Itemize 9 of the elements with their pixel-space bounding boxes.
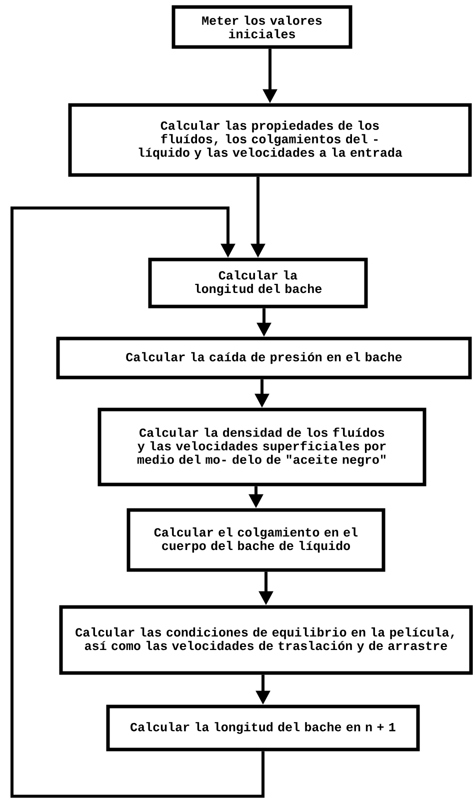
- process-box: Calcular la longitud del bache en n + 1: [106, 704, 420, 752]
- process-box: Calcular las condiciones de equilibrio en la película, así como las velocidades de traslación y de arrastre: [59, 605, 473, 675]
- loop-arrow: [10, 206, 264, 798]
- process-box: Calcular la densidad de los fluídos y las velocidades superficiales por medio del mo- delo de "aceite negro": [98, 408, 426, 486]
- process-box: Calcular la longitud del bache: [148, 258, 368, 308]
- process-box: Meter los valores iniciales: [172, 5, 352, 49]
- process-box: Calcular el colgamiento en el cuerpo del bache de líquido: [126, 508, 386, 572]
- process-box: Calcular las propiedades de los fluídos, los colgamientos del - líquido y las velocidades a la entrada: [68, 103, 472, 177]
- process-box: Calcular la caída de presión en el bache: [56, 336, 472, 380]
